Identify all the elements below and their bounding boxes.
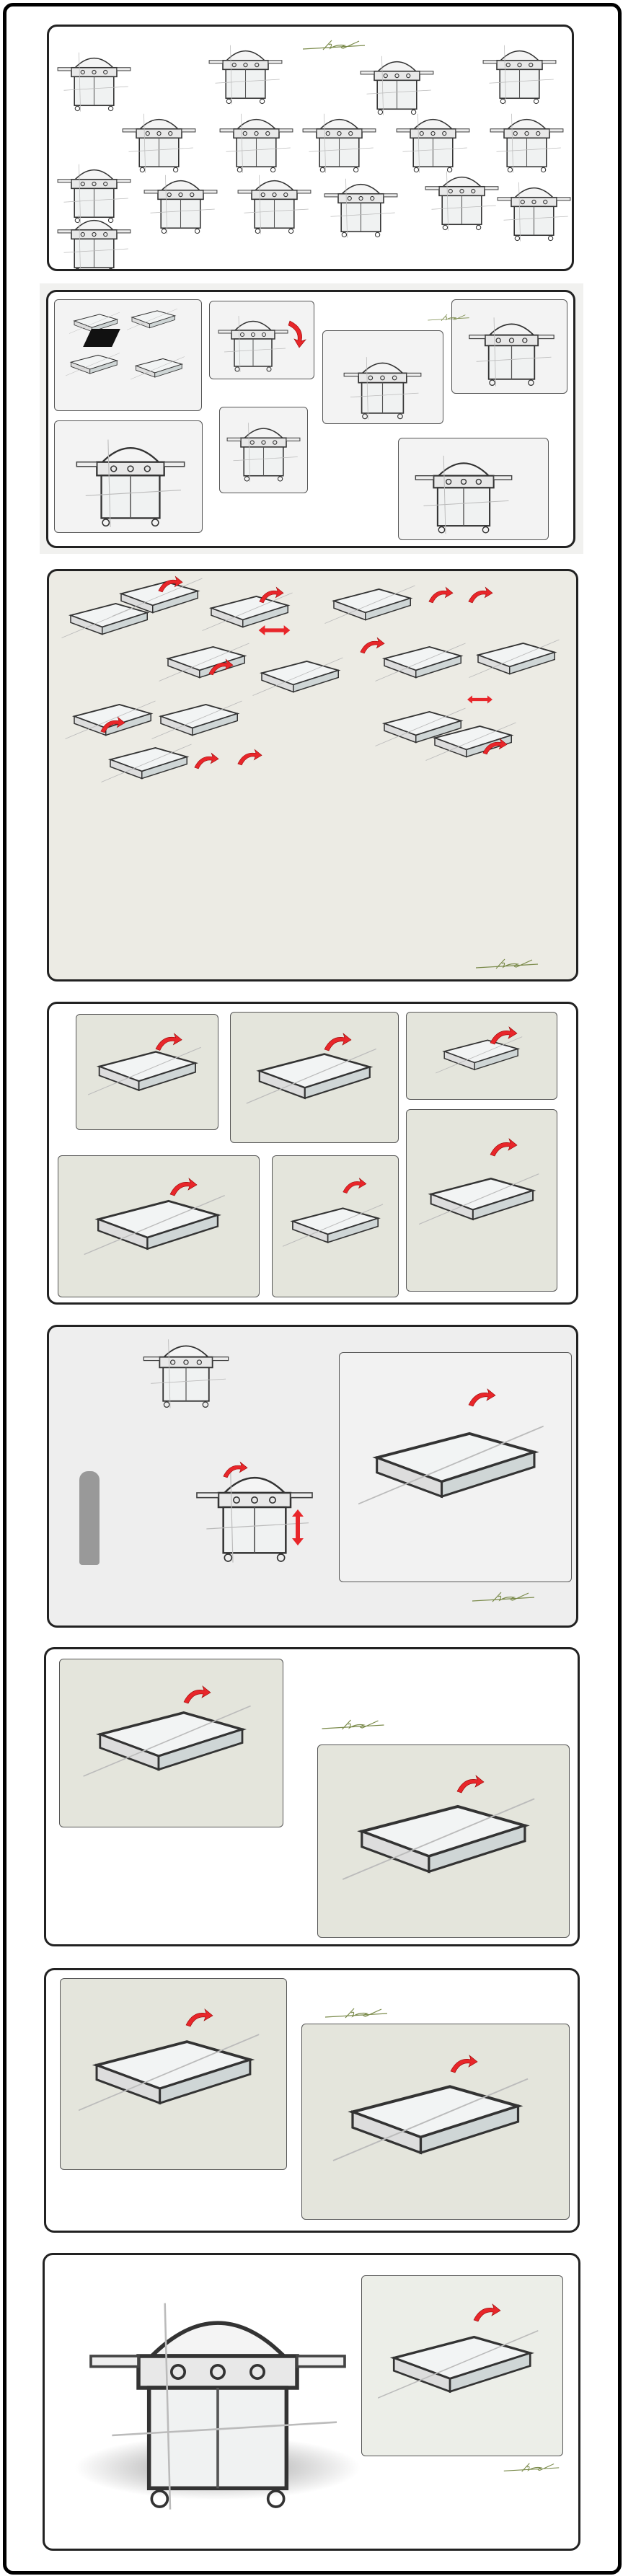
signature-logo [453,957,561,970]
signature-logo [449,1590,557,1603]
grill-sketch [56,207,132,271]
sketch-slide-shelf [317,1744,570,1938]
tray-sketch [324,2063,537,2180]
grill-sketch [56,45,132,113]
sketch-handle-rail [59,1659,283,1827]
tray-sketch [467,632,561,687]
sketch-lid-variants [54,299,202,411]
red-arrow-icon [185,2008,213,2029]
tray-sketch [283,1184,383,1269]
red-arrow-icon [193,751,219,772]
sketch-grill-cabinet [54,420,203,533]
panel-side-burner-concepts [47,1002,578,1305]
tray-sketch [323,578,417,632]
panel-final-render [43,2253,580,2551]
grill-sketch [237,167,312,236]
panel-handle-shelf [44,1647,580,1946]
grill-sketch [208,38,283,106]
tray-sketch [78,1693,256,1793]
sketch-drawer-open [301,2024,570,2220]
sketch-rotating-board [58,1155,260,1297]
signature-logo [301,38,366,51]
signature-logo [304,1718,402,1731]
red-arrow-icon [467,586,493,606]
tray-sketch [100,737,193,791]
sketch-sliding-tray [76,1014,218,1130]
red-arrow-icon [237,748,262,768]
grill-sketch [107,1331,265,1410]
tray-sketch [358,1398,544,1535]
red-arrow-icon [169,1177,198,1199]
red-arrow-icon [472,2303,501,2324]
sketch-cart-module [339,1352,572,1582]
grill-sketch [301,106,377,175]
sketch-fold-shelf [209,301,314,379]
grill-sketch [323,171,399,239]
double-arrow-icon [292,1509,304,1545]
signature-logo [503,2461,560,2474]
red-arrow-icon [157,575,183,595]
panel-rendered-grills [40,283,583,554]
sketch-grill-side-shelves [398,438,549,540]
sketch-shelf-cover [406,1012,557,1100]
grill-sketch [482,38,557,106]
red-arrow-icon [359,636,385,656]
sketch-drawer-lines [60,1978,287,2170]
tray-sketch [338,1783,539,1899]
tray-sketch [419,1146,539,1255]
signature-logo [427,311,470,324]
red-arrow-icon [428,586,454,606]
red-arrow-icon [456,1774,485,1796]
grill-sketch [121,106,197,175]
red-arrow-icon [182,1685,211,1706]
outer-frame [3,3,622,2575]
double-arrow-icon [467,695,492,704]
sketch-grill-compact [219,407,308,493]
tray-sketch [374,636,467,690]
grill-sketch [424,164,500,232]
grill-sketch [218,106,294,175]
sketch-grill-angle [451,299,567,394]
sketch-flip-lid [230,1012,399,1143]
sketch-grill-front [322,330,443,424]
panel-grill-concepts [47,25,574,271]
grill-sketch [489,106,565,175]
sketch-hinged-plate [406,1109,557,1292]
red-arrow-icon [489,1137,518,1159]
panel-mechanism-sketches [47,569,578,982]
grill-sketch [143,167,218,236]
red-arrow-icon [222,1460,248,1481]
tray-sketch [419,1030,539,1082]
panel-drawer-mechanism [44,1968,580,2233]
red-arrow-icon [467,1388,496,1409]
red-arrow-icon [154,1032,182,1053]
panel-cart-concepts [47,1325,578,1628]
sketch-lift-burner [272,1155,399,1297]
red-arrow-icon [482,737,508,757]
tray-sketch [157,636,251,690]
grill-sketch [496,175,572,243]
red-arrow-icon [342,1177,367,1196]
red-arrow-icon [323,1032,352,1054]
red-arrow-icon [489,1025,518,1047]
person-figure [79,1471,100,1565]
red-arrow-icon [449,2054,478,2076]
red-arrow-icon [208,658,234,678]
tray-sketch [378,2312,538,2420]
tray-sketch [79,2017,259,2131]
sketch-side-table [361,2275,563,2456]
double-arrow-icon [258,625,291,635]
tray-sketch [251,650,345,705]
grill-render [66,2277,369,2515]
tray-sketch [88,1038,201,1106]
tray-sketch [244,1038,379,1116]
red-arrow-icon [258,586,284,606]
panel-rendered-grills-inner [46,290,575,548]
signature-logo [306,2006,407,2019]
red-arrow-icon [100,715,125,736]
tray-sketch [74,1184,234,1269]
